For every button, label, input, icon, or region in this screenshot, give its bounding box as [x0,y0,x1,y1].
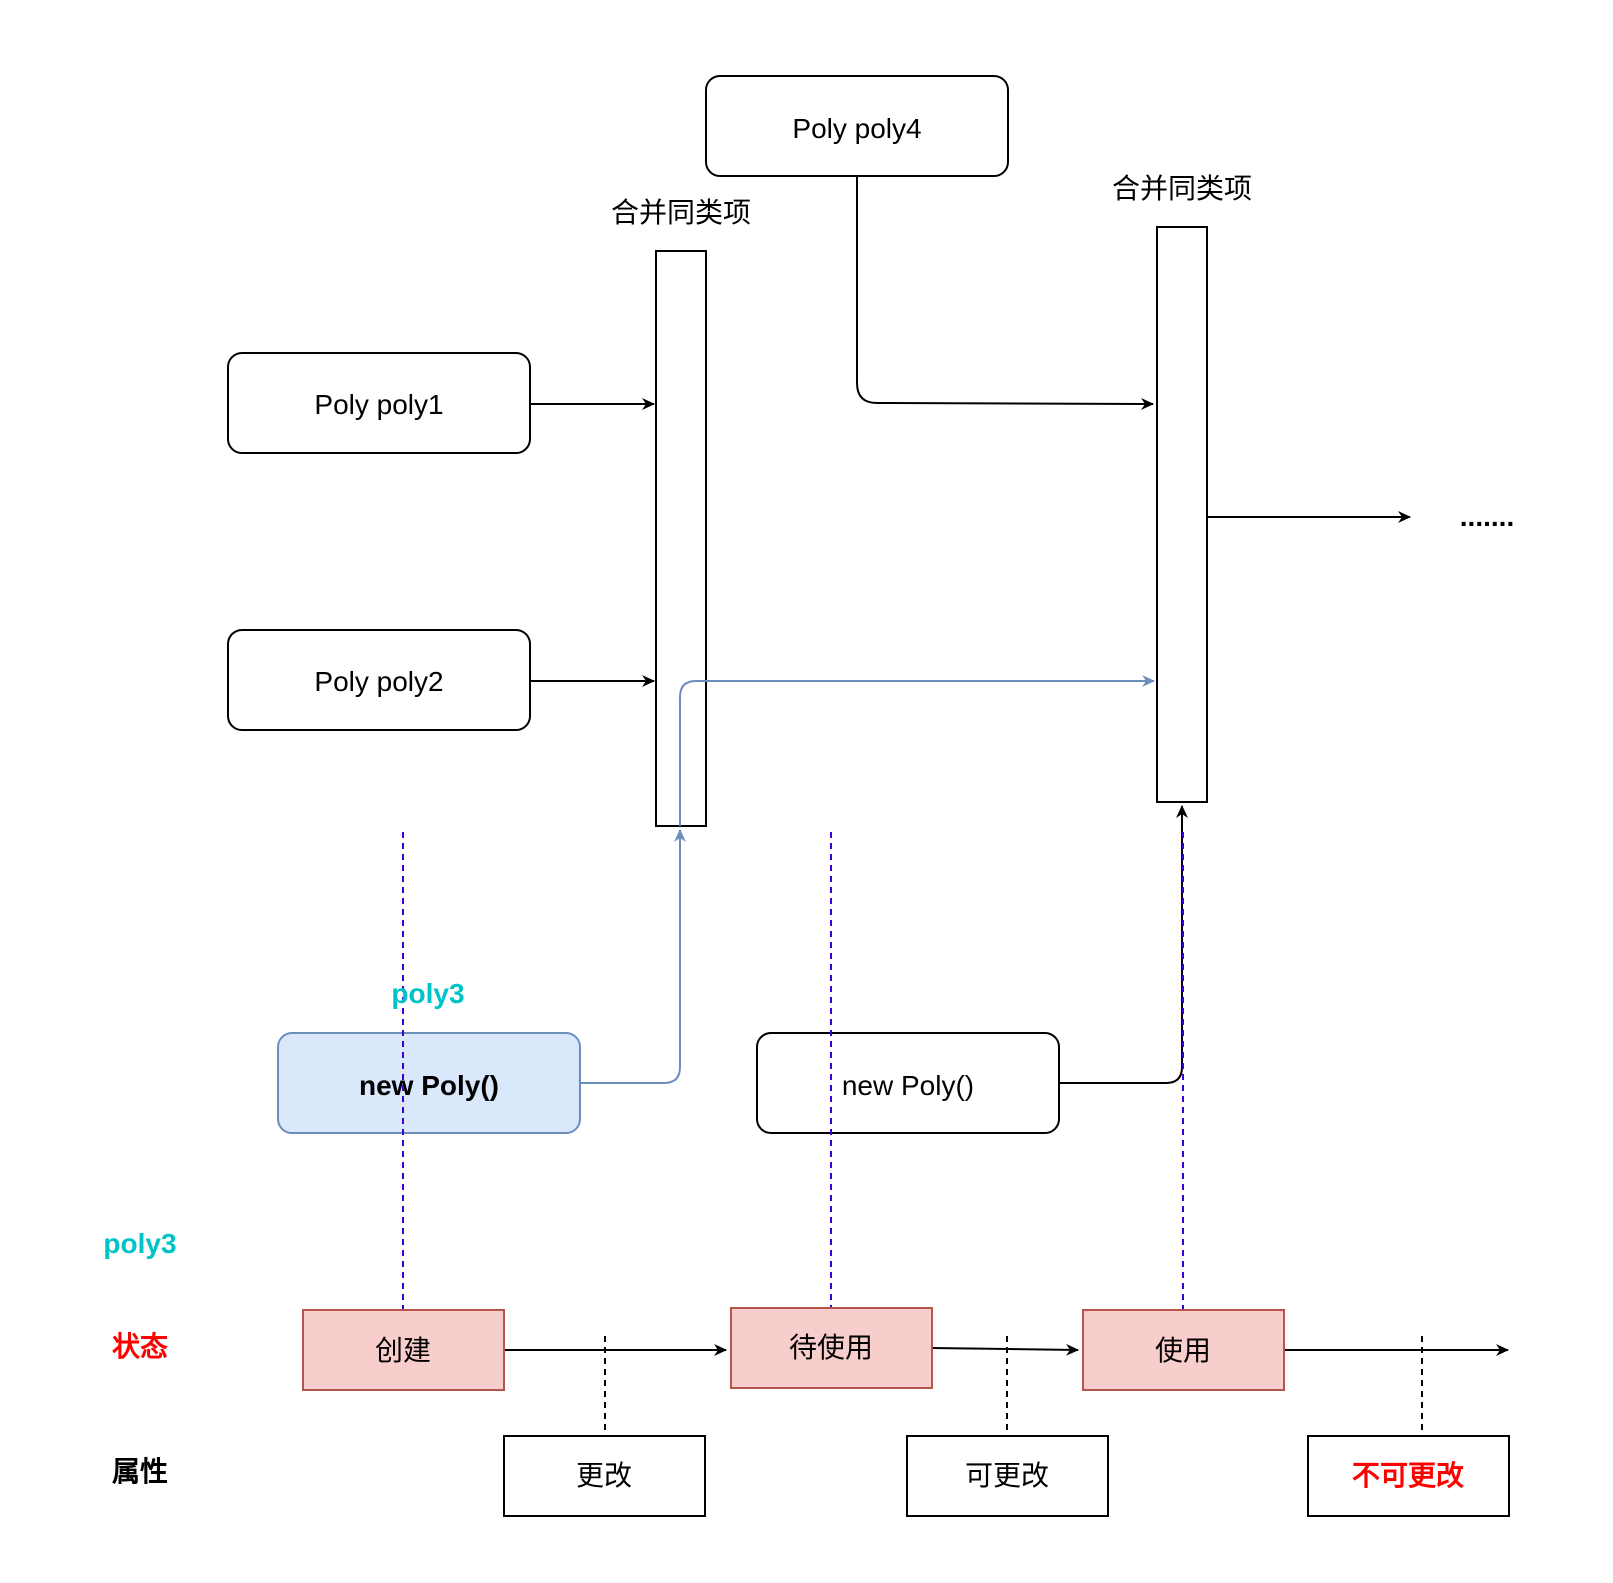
edge-pending-to-use [931,1343,1079,1356]
ellipsis-label: ....... [1460,501,1514,532]
edge-poly4-to-merge-right [856,176,1154,410]
attribute-changeable-label: 可更改 [965,1459,1049,1492]
node-new-poly-blue-label: new Poly() [359,1070,499,1101]
state-use[interactable]: 使用 [1082,1309,1285,1391]
edge-merge-left-to-merge-right [679,675,1155,826]
row-label-attribute: 属性 [112,1455,168,1488]
state-create[interactable]: 创建 [302,1309,505,1391]
node-new-poly-white-label: new Poly() [842,1070,974,1101]
merge-label-left: 合并同类项 [611,196,751,229]
node-new-poly-blue[interactable]: new Poly() [277,1032,581,1134]
attribute-change-label: 更改 [576,1459,632,1492]
attribute-unchangeable[interactable]: 不可更改 [1307,1435,1510,1517]
node-poly1[interactable]: Poly poly1 [227,352,531,454]
row-label-poly3: poly3 [103,1228,176,1259]
node-new-poly-white[interactable]: new Poly() [756,1032,1060,1134]
merge-label-right: 合并同类项 [1112,172,1252,205]
edge-new-poly-white-to-merge-right [1059,805,1188,1084]
attribute-unchangeable-label: 不可更改 [1352,1459,1464,1492]
state-use-label: 使用 [1155,1334,1211,1367]
attribute-changeable[interactable]: 可更改 [906,1435,1109,1517]
attribute-change[interactable]: 更改 [503,1435,706,1517]
node-poly4-label: Poly poly4 [792,113,921,144]
state-pending-label: 待使用 [789,1331,873,1364]
edge-new-poly-blue-to-merge-left [580,829,686,1084]
row-label-state: 状态 [112,1330,168,1363]
node-poly2-label: Poly poly2 [314,666,443,697]
merge-bar-right [1156,226,1208,803]
node-poly4[interactable]: Poly poly4 [705,75,1009,177]
node-poly1-label: Poly poly1 [314,389,443,420]
state-pending[interactable]: 待使用 [730,1307,933,1389]
state-create-label: 创建 [375,1334,431,1367]
poly3-label-top: poly3 [391,978,464,1009]
node-poly2[interactable]: Poly poly2 [227,629,531,731]
